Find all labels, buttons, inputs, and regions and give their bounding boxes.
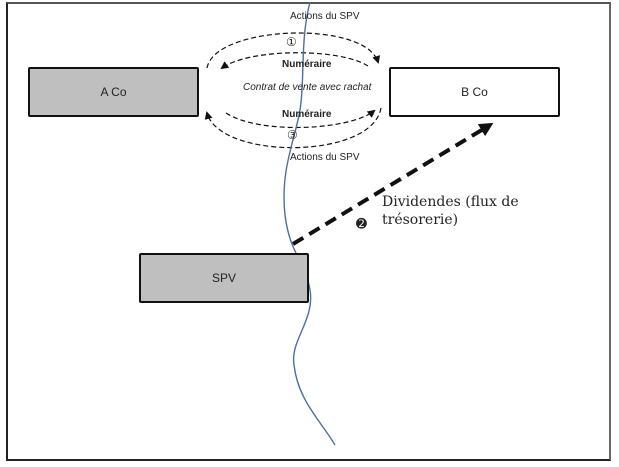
label-contract: Contrat de vente avec rachat bbox=[243, 82, 372, 93]
label-step-3: ③ bbox=[287, 128, 298, 142]
arrow-dividends bbox=[291, 122, 494, 246]
label-top-actions: Actions du SPV bbox=[290, 11, 360, 22]
arrow-bottom-cash bbox=[225, 109, 376, 129]
entity-spv-label: SPV bbox=[211, 271, 236, 285]
label-bottom-actions: Actions du SPV bbox=[290, 152, 360, 163]
entity-a-co-label: A Co bbox=[100, 85, 127, 99]
entity-spv: SPV bbox=[139, 253, 309, 303]
label-bottom-cash: Numéraire bbox=[282, 109, 332, 120]
arrow-bottom-actions bbox=[204, 107, 382, 149]
entity-a-co: A Co bbox=[28, 67, 199, 117]
label-dividends-line1: Dividendes (flux de bbox=[382, 194, 519, 210]
entity-b-co-label: B Co bbox=[461, 85, 488, 99]
arrow-top-cash bbox=[220, 52, 369, 70]
arrow-top-actions bbox=[206, 32, 381, 69]
label-top-cash: Numéraire bbox=[282, 59, 332, 70]
border-line bbox=[283, 1, 336, 446]
label-step-2: ➋ bbox=[356, 216, 367, 231]
label-step-1: ① bbox=[286, 35, 297, 49]
entity-b-co: B Co bbox=[389, 67, 560, 117]
diagram-frame bbox=[6, 2, 611, 461]
label-dividends-line2: trésorerie) bbox=[382, 212, 459, 228]
